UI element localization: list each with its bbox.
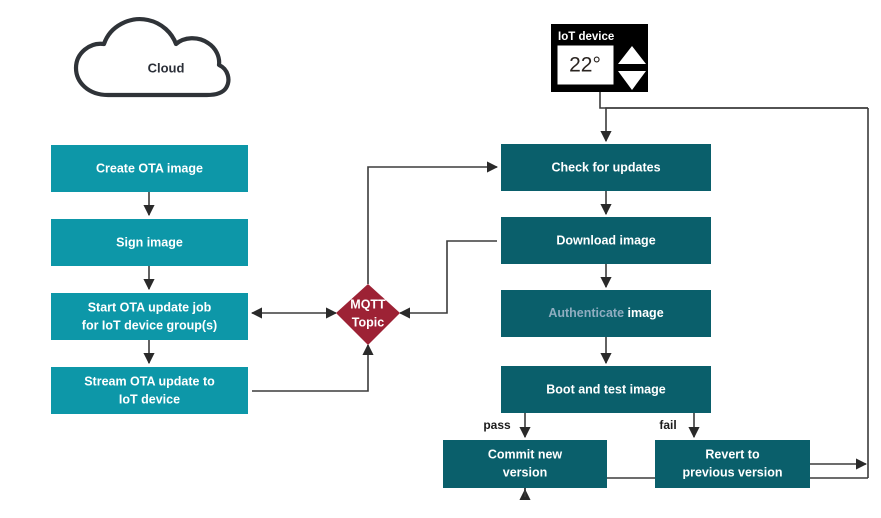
box-authenticate-image[interactable]: Authenticate image bbox=[501, 290, 711, 337]
edge-mqtt-to-check-for-updates bbox=[367, 161, 499, 284]
box-commit-new-version-label-line1: Commit new bbox=[488, 447, 563, 461]
box-create-ota-image-label: Create OTA image bbox=[96, 161, 203, 175]
box-commit-new-version[interactable]: Commit new version bbox=[443, 440, 607, 488]
box-revert-to-previous-version-label-line1: Revert to bbox=[705, 447, 760, 461]
box-revert-to-previous-version[interactable]: Revert to previous version bbox=[655, 440, 810, 488]
device-title: IoT device bbox=[558, 31, 614, 43]
mqtt-topic-label-line1: MQTT bbox=[350, 297, 386, 311]
cloud-label: Cloud bbox=[148, 60, 185, 75]
box-stream-ota-update-label-line2: IoT device bbox=[119, 392, 180, 406]
box-check-for-updates[interactable]: Check for updates bbox=[501, 144, 711, 191]
box-start-ota-update-job-label-line1: Start OTA update job bbox=[88, 300, 212, 314]
edge-download-to-mqtt bbox=[398, 240, 497, 319]
mqtt-topic-node[interactable]: MQTT Topic bbox=[336, 284, 400, 345]
box-stream-ota-update[interactable]: Stream OTA update to IoT device bbox=[51, 367, 248, 414]
triangle-down-icon[interactable] bbox=[618, 71, 646, 90]
box-boot-and-test-image-label: Boot and test image bbox=[546, 382, 666, 396]
box-check-for-updates-label: Check for updates bbox=[551, 160, 660, 174]
box-commit-new-version-label-line2: version bbox=[503, 465, 547, 479]
box-sign-image-label: Sign image bbox=[116, 235, 183, 249]
box-boot-and-test-image[interactable]: Boot and test image bbox=[501, 366, 711, 413]
box-authenticate-image-label: Authenticate image bbox=[548, 306, 663, 320]
edge-loop-to-check-for-updates bbox=[600, 107, 868, 143]
box-start-ota-update-job[interactable]: Start OTA update job for IoT device grou… bbox=[51, 293, 248, 340]
box-sign-image[interactable]: Sign image bbox=[51, 219, 248, 266]
box-create-ota-image[interactable]: Create OTA image bbox=[51, 145, 248, 192]
branch-label-fail: fail bbox=[659, 418, 676, 432]
edge-stream-to-mqtt bbox=[252, 343, 374, 392]
device-reading: 22° bbox=[569, 54, 601, 77]
triangle-up-icon[interactable] bbox=[618, 46, 646, 64]
box-download-image[interactable]: Download image bbox=[501, 217, 711, 264]
box-download-image-label: Download image bbox=[556, 233, 655, 247]
box-revert-to-previous-version-label-line2: previous version bbox=[682, 465, 782, 479]
mqtt-topic-label-line2: Topic bbox=[352, 315, 384, 329]
box-start-ota-update-job-label-line2: for IoT device group(s) bbox=[82, 318, 217, 332]
cloud-icon bbox=[73, 17, 231, 98]
box-authenticate-image-suffix: image bbox=[628, 306, 664, 320]
box-stream-ota-update-label-line1: Stream OTA update to bbox=[84, 374, 215, 388]
iot-device-icon: IoT device 22° bbox=[551, 24, 648, 92]
box-authenticate-image-prefix: Authenticate bbox=[548, 306, 624, 320]
edge-device-to-loop bbox=[599, 92, 868, 109]
device-screen bbox=[557, 45, 614, 85]
branch-label-pass: pass bbox=[483, 418, 511, 432]
